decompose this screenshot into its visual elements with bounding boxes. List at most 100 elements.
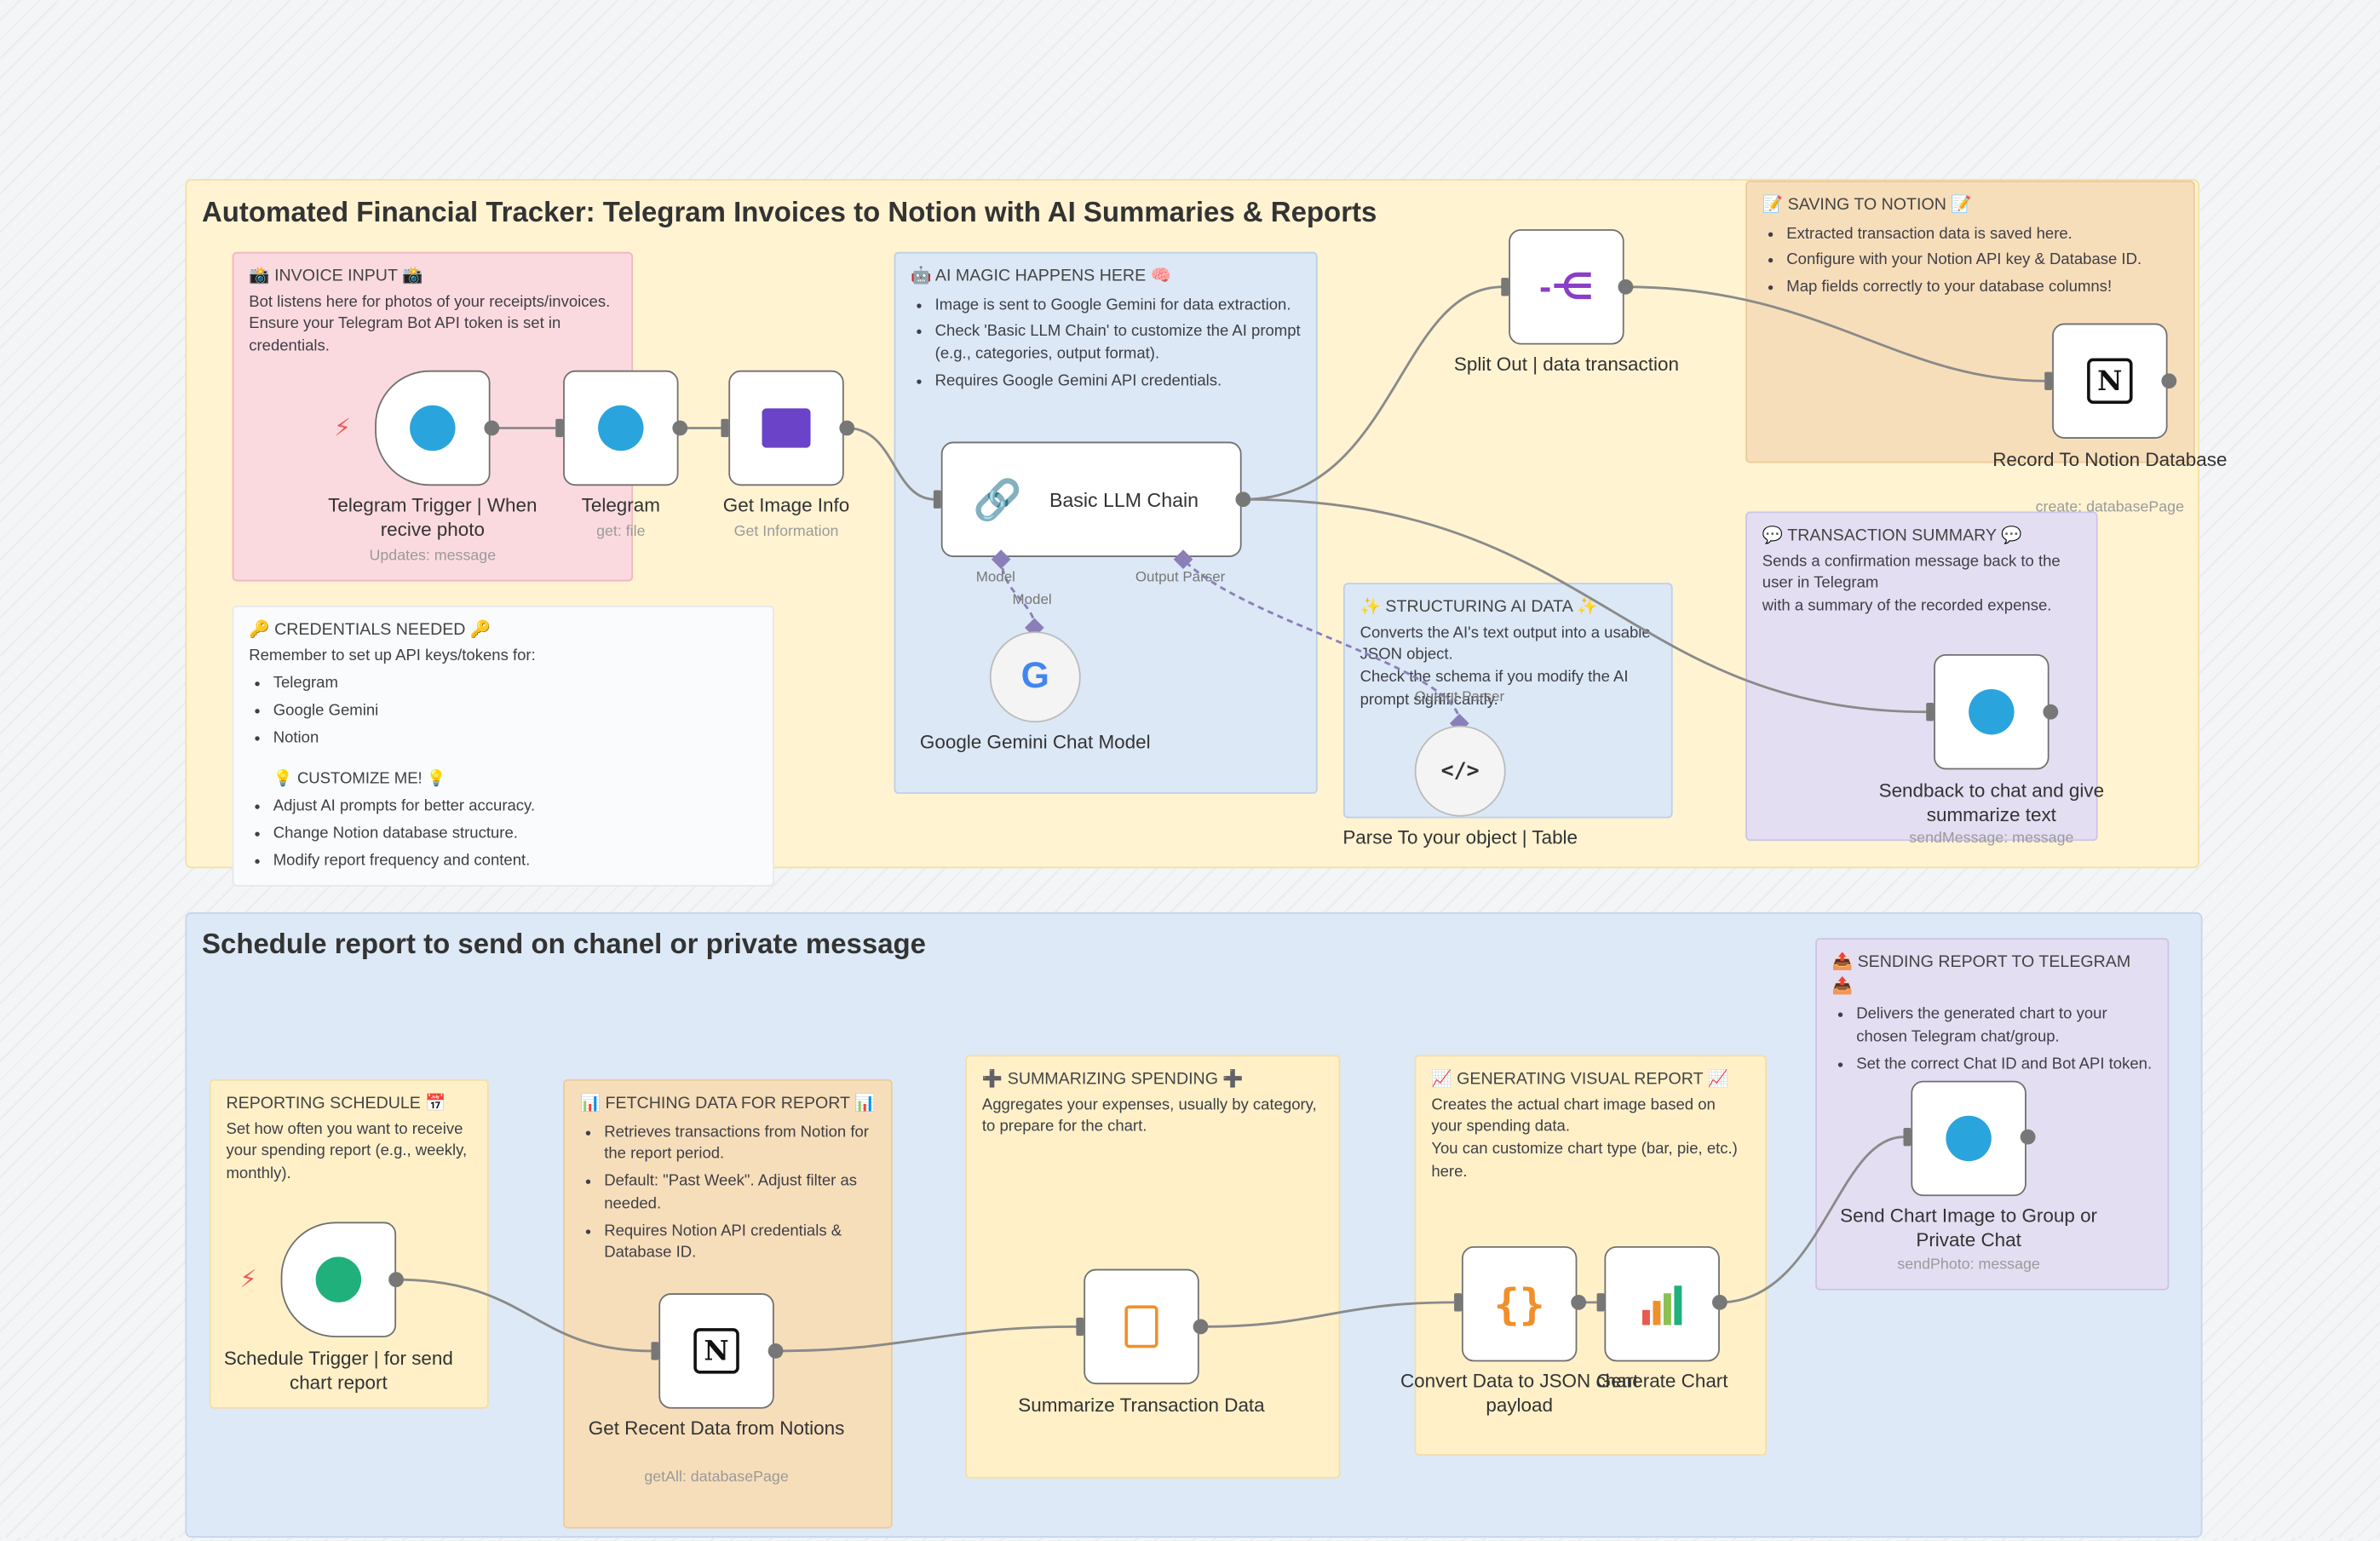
note-line: Check the schema if you modify the AI pr… bbox=[1360, 670, 1629, 709]
port-label: Model bbox=[975, 569, 1015, 586]
node-label: Send Chart Image to Group or Private Cha… bbox=[1840, 1205, 2098, 1251]
note-line: You can customize chart type (bar, pie, … bbox=[1431, 1141, 1738, 1182]
node-send-chart[interactable] bbox=[1911, 1080, 2026, 1197]
node-subtitle: getAll: databasePage bbox=[644, 1469, 789, 1486]
input-port[interactable] bbox=[721, 418, 729, 438]
note-bullet: Image is sent to Google Gemini for data … bbox=[935, 296, 1301, 318]
edge-chart-sendchart bbox=[1719, 1136, 1904, 1304]
edge-schedule-getrecent bbox=[396, 1278, 652, 1353]
section-title: Schedule report to send on chanel or pri… bbox=[201, 927, 927, 960]
edge-split-notion bbox=[1625, 285, 2045, 382]
note-line: Sends a confirmation message back to the… bbox=[1762, 553, 2061, 593]
output-port[interactable] bbox=[388, 1272, 404, 1288]
node-label: Summarize Transaction Data bbox=[1018, 1394, 1265, 1417]
input-port[interactable] bbox=[1926, 703, 1934, 722]
bar-chart-icon bbox=[1639, 1283, 1684, 1325]
code-icon: </> bbox=[1440, 758, 1480, 784]
note-title: 📸 INVOICE INPUT 📸 bbox=[249, 267, 423, 285]
output-port[interactable] bbox=[672, 420, 688, 436]
note-title: ➕ SUMMARIZING SPENDING ➕ bbox=[981, 1070, 1244, 1089]
output-port[interactable] bbox=[2043, 704, 2059, 720]
node-get-image-info[interactable] bbox=[728, 370, 844, 486]
node-summarize[interactable] bbox=[1084, 1268, 1199, 1385]
notion-icon: N bbox=[693, 1328, 739, 1374]
input-port[interactable] bbox=[2044, 371, 2053, 390]
note-bullet: Set the correct Chat ID and Bot API toke… bbox=[1856, 1055, 2152, 1077]
output-port[interactable] bbox=[767, 1343, 784, 1359]
note-sending-report[interactable]: 📤 SENDING REPORT TO TELEGRAM 📤 Delivers … bbox=[1815, 938, 2170, 1291]
node-label: Telegram bbox=[581, 494, 660, 516]
note-line: Creates the actual chart image based on … bbox=[1431, 1096, 1716, 1136]
note-summarizing[interactable]: ➕ SUMMARIZING SPENDING ➕ Aggregates your… bbox=[965, 1055, 1341, 1479]
note-line: Ensure your Telegram Bot API token is se… bbox=[249, 316, 561, 356]
node-subtitle: Get Information bbox=[733, 523, 839, 541]
input-port[interactable] bbox=[933, 490, 941, 509]
input-port[interactable] bbox=[1596, 1293, 1605, 1312]
node-get-recent-data[interactable]: N bbox=[658, 1293, 774, 1409]
node-sendback[interactable] bbox=[1934, 653, 2049, 770]
note-bullet: Default: "Past Week". Adjust filter as n… bbox=[604, 1172, 876, 1217]
output-port[interactable] bbox=[2161, 373, 2177, 389]
node-parse-object[interactable]: </> bbox=[1414, 725, 1506, 817]
node-record-notion[interactable]: N bbox=[2052, 323, 2168, 439]
node-telegram-trigger[interactable] bbox=[375, 370, 491, 486]
note-line: Aggregates your expenses, usually by cat… bbox=[981, 1096, 1317, 1114]
google-icon: G bbox=[1020, 655, 1049, 697]
node-basic-llm-chain[interactable]: 🔗 Basic LLM Chain bbox=[940, 441, 1242, 557]
note-reporting-schedule[interactable]: REPORTING SCHEDULE 📅 Set how often you w… bbox=[209, 1078, 489, 1409]
note-bullet: Delivers the generated chart to your cho… bbox=[1856, 1005, 2152, 1050]
telegram-icon bbox=[1969, 688, 2015, 735]
notion-icon: N bbox=[2087, 358, 2133, 404]
node-split-out[interactable]: -⋲ bbox=[1509, 229, 1624, 345]
note-bullet: Configure with your Notion API key & Dat… bbox=[1786, 251, 2178, 273]
note-line: Set how often you want to receive your s… bbox=[226, 1121, 468, 1183]
note-bullet: Google Gemini bbox=[273, 701, 757, 723]
output-port[interactable] bbox=[1571, 1294, 1587, 1310]
note-bullet: Modify report frequency and content. bbox=[273, 852, 757, 874]
trigger-bolt-icon: ⚡ bbox=[239, 1267, 257, 1294]
node-convert-json[interactable]: {} bbox=[1461, 1245, 1578, 1362]
node-label: Convert Data to JSON chart payload bbox=[1400, 1371, 1639, 1417]
node-subtitle: get: file bbox=[596, 523, 646, 541]
output-port[interactable] bbox=[484, 420, 500, 436]
node-label: Google Gemini Chat Model bbox=[919, 731, 1151, 753]
node-schedule-trigger[interactable] bbox=[280, 1222, 397, 1337]
node-telegram[interactable] bbox=[563, 370, 679, 486]
output-port[interactable] bbox=[1711, 1294, 1728, 1310]
input-port[interactable] bbox=[555, 418, 564, 438]
input-port[interactable] bbox=[1903, 1127, 1911, 1147]
note-title: 📝 SAVING TO NOTION 📝 bbox=[1762, 195, 1972, 215]
edge-image-llm bbox=[847, 427, 935, 501]
node-generate-chart[interactable] bbox=[1604, 1245, 1720, 1362]
node-google-gemini-model[interactable]: G bbox=[989, 631, 1081, 723]
node-subtitle: sendMessage: message bbox=[1909, 830, 2074, 848]
input-port[interactable] bbox=[1076, 1317, 1084, 1337]
output-port[interactable] bbox=[1618, 279, 1634, 295]
node-label: Generate Chart bbox=[1595, 1371, 1728, 1393]
port-label: Output Parser bbox=[1414, 688, 1505, 706]
port-label: Output Parser bbox=[1135, 569, 1226, 586]
input-port[interactable] bbox=[651, 1342, 659, 1360]
output-port[interactable] bbox=[1193, 1319, 1209, 1335]
input-port[interactable] bbox=[1454, 1293, 1462, 1312]
note-credentials[interactable]: 🔑 CREDENTIALS NEEDED 🔑 Remember to set u… bbox=[232, 605, 774, 887]
output-port[interactable] bbox=[1235, 492, 1251, 508]
node-subtitle: sendPhoto: message bbox=[1897, 1256, 2040, 1274]
edge-llm-sendback bbox=[1243, 497, 1929, 714]
note-bullet: Telegram bbox=[273, 675, 757, 697]
customize-title: 💡 CUSTOMIZE ME! 💡 bbox=[273, 770, 446, 788]
note-structuring[interactable]: ✨ STRUCTURING AI DATA ✨ Converts the AI'… bbox=[1342, 583, 1673, 819]
input-port[interactable] bbox=[1501, 278, 1509, 296]
node-label: Split Out | data transaction bbox=[1453, 354, 1679, 376]
note-line: Converts the AI's text output into a usa… bbox=[1360, 624, 1651, 664]
node-label: Telegram Trigger | When recive photo bbox=[328, 494, 538, 540]
output-port[interactable] bbox=[2020, 1129, 2036, 1145]
node-label: Basic LLM Chain bbox=[1049, 487, 1199, 511]
trigger-bolt-icon: ⚡ bbox=[334, 416, 352, 442]
image-icon bbox=[762, 408, 811, 448]
link-chain-icon: 🔗 bbox=[973, 475, 1022, 522]
output-port[interactable] bbox=[839, 420, 855, 436]
clipboard-icon bbox=[1124, 1305, 1158, 1348]
note-title: 🤖 AI MAGIC HAPPENS HERE 🧠 bbox=[911, 267, 1172, 285]
